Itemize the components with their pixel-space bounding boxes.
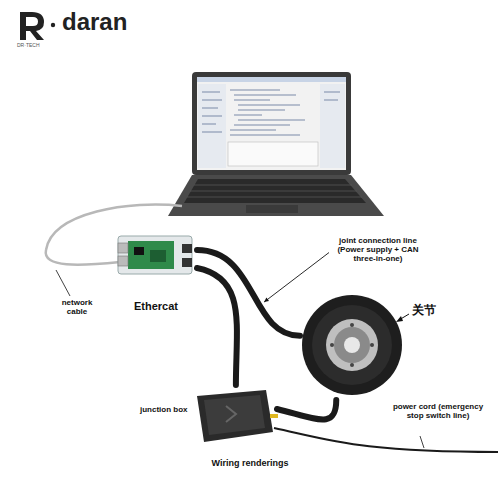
brand-sub-wrap: DR·TECH [17, 43, 40, 49]
joint-label: 关节 [412, 304, 436, 318]
caption: Wiring renderings [0, 458, 500, 468]
cable-label: power cord (emergency stop switch line) [392, 402, 484, 420]
board-title-wrap: Ethercat [115, 300, 197, 313]
joint-motor [302, 295, 402, 395]
leader-line [56, 270, 70, 296]
component-node: Ethercat [115, 232, 197, 322]
cable-label-wrap: joint connection line (Power supply + CA… [332, 236, 424, 264]
junction-box [197, 390, 278, 442]
brand-name-wrap: daran [62, 8, 127, 36]
cable-label-wrap: network cable [52, 298, 102, 316]
network-cable-line [46, 205, 182, 265]
box-label-wrap: junction box [140, 405, 192, 414]
ethercat-board [118, 236, 192, 274]
logo-icon [20, 12, 55, 40]
cable-label: joint connection line (Power supply + CA… [332, 236, 424, 264]
arrow-head [396, 316, 403, 322]
power-cord-line [274, 428, 498, 452]
component-node: 关节 [300, 293, 445, 400]
brand-name: daran [62, 8, 127, 36]
cable-connector [277, 400, 336, 420]
leader-arrow-head [264, 298, 269, 302]
leader-line [420, 436, 424, 448]
box-label: junction box [140, 405, 192, 414]
leader-line [264, 253, 329, 303]
cable-connector [197, 250, 300, 336]
cable-connector [197, 268, 237, 385]
brand-sub: DR·TECH [17, 43, 40, 49]
cable-label: network cable [52, 298, 102, 316]
laptop [168, 72, 384, 216]
board-title: Ethercat [115, 300, 197, 313]
cable-label-wrap: power cord (emergency stop switch line) [392, 402, 484, 420]
joint-label-wrap: 关节 [412, 304, 436, 318]
component-node: junction box [140, 385, 277, 445]
caption-wrap: Wiring renderings [0, 458, 500, 468]
